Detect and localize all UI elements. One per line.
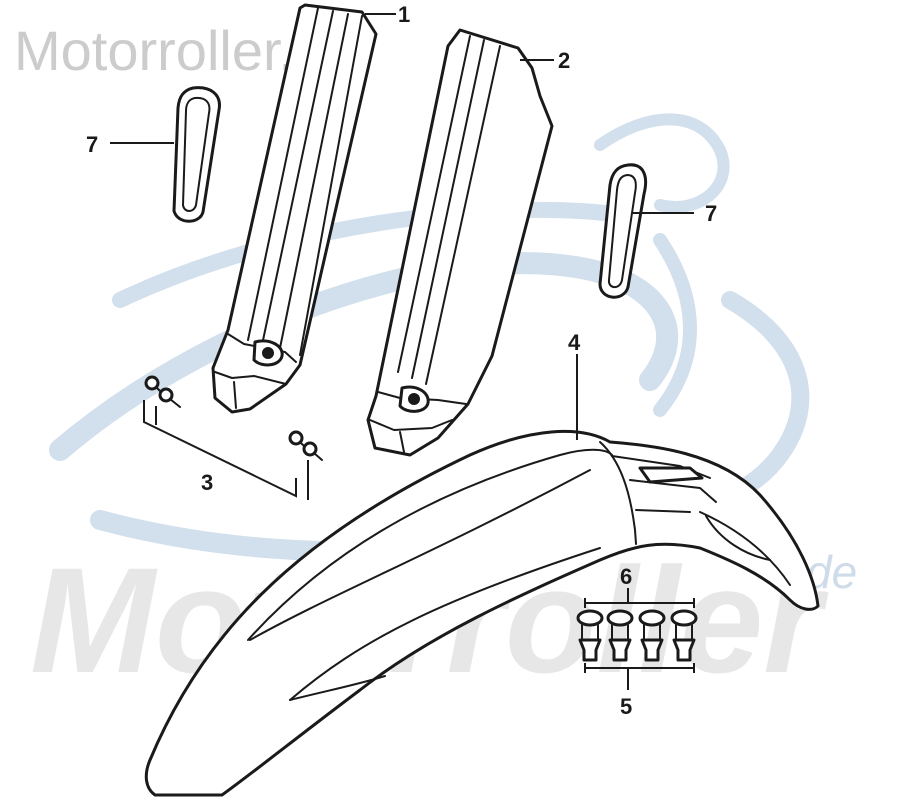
- clip-nut: [576, 609, 604, 641]
- reflector-left: [172, 86, 221, 223]
- callout-part-7-right: 7: [705, 201, 717, 226]
- callout-part-2: 2: [558, 48, 570, 73]
- callout-part-7-left: 7: [86, 132, 98, 157]
- screw: [302, 441, 323, 461]
- push-rivet: [640, 638, 664, 662]
- screws-bracket-line: [143, 400, 297, 498]
- fork-guard-right-bolt-hole: [408, 393, 420, 405]
- callout-part-4: 4: [568, 330, 581, 355]
- clips-and-fasteners: [576, 588, 698, 690]
- push-rivet: [578, 638, 602, 662]
- callout-part-3: 3: [201, 470, 213, 495]
- push-rivet: [608, 638, 632, 662]
- callout-part-1: 1: [398, 2, 410, 27]
- fork-guard-left: [211, 3, 378, 414]
- callout-part-6: 6: [620, 564, 632, 589]
- callout-part-5: 5: [620, 694, 632, 719]
- leader-lines: [110, 13, 694, 440]
- fork-guard-right: [366, 28, 554, 457]
- push-rivet: [672, 638, 696, 662]
- screw: [158, 387, 181, 408]
- screws-set: [143, 375, 323, 500]
- front-mudguard: [144, 429, 820, 797]
- reflector-right: [598, 163, 648, 299]
- callout-labels: 1 2 7 7 4 3 6 5: [86, 2, 717, 719]
- clip-nut: [670, 609, 698, 641]
- fork-guard-left-bolt-hole: [262, 347, 274, 359]
